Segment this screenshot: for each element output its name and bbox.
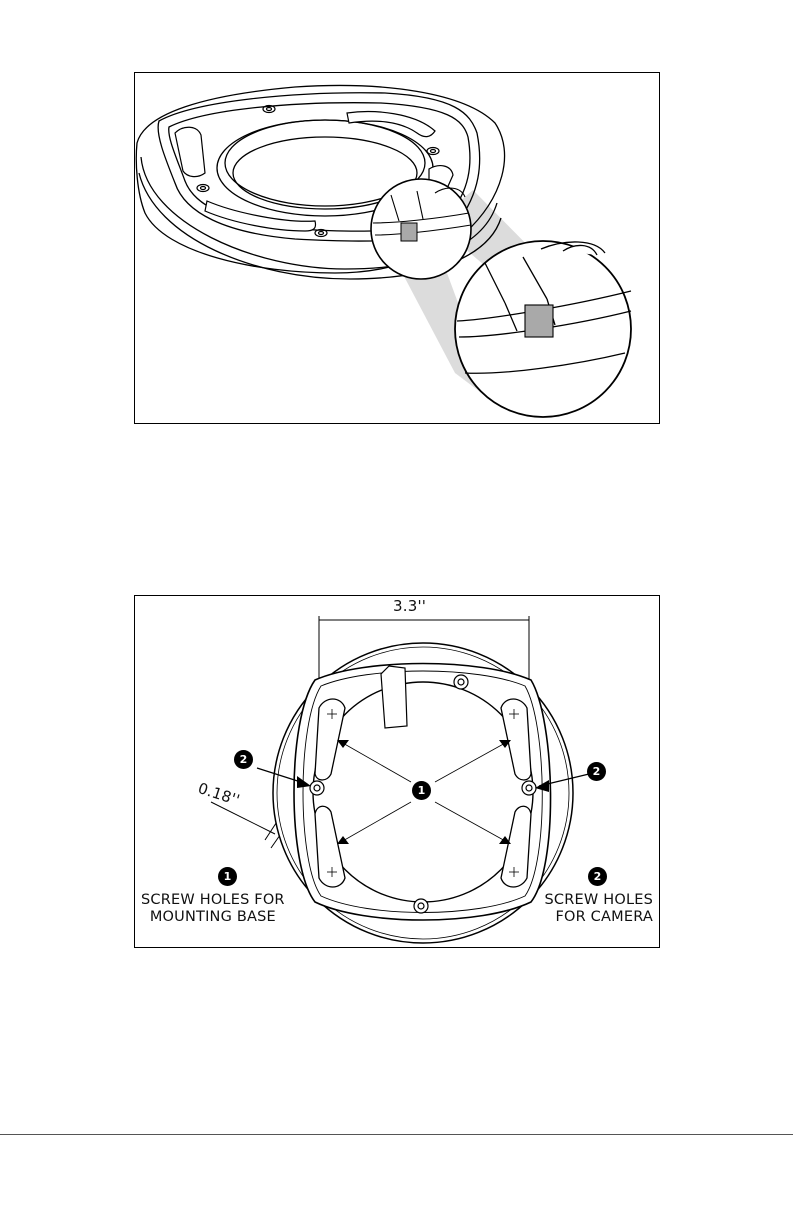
legend-caption-1: SCREW HOLES FOR MOUNTING BASE [141, 892, 285, 926]
dimension-width-label: 3.3'' [393, 598, 426, 615]
legend-caption-1-line1: SCREW HOLES FOR [141, 892, 285, 909]
legend-badge-2: 2 [588, 867, 607, 886]
legend-caption-2: SCREW HOLES FOR CAMERA [545, 892, 653, 926]
legend-caption-2-line1: SCREW HOLES [545, 892, 653, 909]
callout-badge-1-center: 1 [412, 781, 431, 800]
mounting-base-perspective-figure [134, 72, 660, 424]
cable-notch [381, 666, 407, 728]
callout-badge-2-right: 2 [587, 762, 606, 781]
legend-badge-1: 1 [218, 867, 237, 886]
mounting-base-top-view-figure: 3.3'' 0.18'' 2 1 2 1 2 SCREW HOLES FOR M… [134, 595, 660, 948]
footer-divider [0, 1134, 793, 1135]
mounting-base-drawing [135, 73, 658, 422]
legend-caption-1-line2: MOUNTING BASE [141, 909, 285, 926]
large-detail-circle [455, 241, 631, 417]
legend-caption-2-line2: FOR CAMERA [545, 909, 653, 926]
small-detail-circle [371, 179, 471, 279]
callout-badge-2-left: 2 [234, 750, 253, 769]
